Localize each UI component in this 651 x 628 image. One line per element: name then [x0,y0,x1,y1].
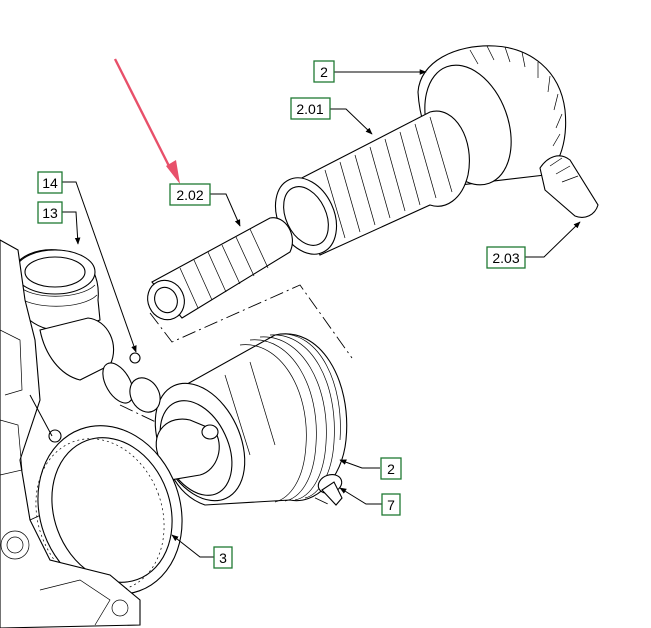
callout-2-mid-text: 2 [387,461,395,477]
callout-2-03-text: 2.03 [492,250,519,266]
callout-13: 13 [37,201,63,224]
callout-2-top: 2 [313,60,335,83]
callout-13-text: 13 [42,205,58,221]
callout-2-03: 2.03 [486,246,526,269]
callout-14-text: 14 [42,175,58,191]
callout-7-text: 7 [387,497,395,513]
highlight-arrow [113,58,180,184]
callout-2-mid: 2 [380,457,402,480]
callout-2-01: 2.01 [290,97,331,120]
callout-3-text: 3 [219,550,227,566]
callout-7: 7 [381,493,401,516]
callout-2-02: 2.02 [169,183,211,206]
callout-14: 14 [37,171,63,194]
callout-2-top-text: 2 [320,64,328,80]
callout-2-02-text: 2.02 [176,187,203,203]
filter-element-part [154,333,348,506]
inner-pipe-part [147,217,293,321]
clamp-ring-part [35,425,183,595]
callout-3: 3 [213,546,233,569]
callout-2-01-text: 2.01 [296,101,323,117]
extension-tube-part [274,110,470,256]
intake-elbow-part [9,249,161,413]
engine-fragment [0,239,141,628]
knob-part [317,474,343,506]
leader-lines [29,69,581,558]
dust-valve-part [539,155,599,218]
